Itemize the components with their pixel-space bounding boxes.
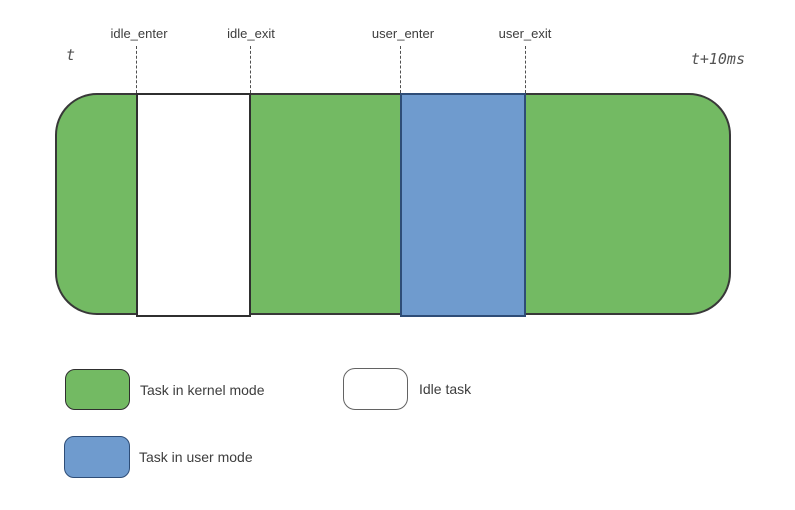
legend-swatch-user-mode bbox=[64, 436, 130, 478]
marker-label-user-enter: user_enter bbox=[371, 26, 435, 41]
marker-line-user-enter bbox=[400, 46, 401, 93]
legend-label-user-mode: Task in user mode bbox=[139, 449, 253, 465]
legend-label-idle-task: Idle task bbox=[419, 381, 472, 397]
marker-label-user-exit: user_exit bbox=[498, 26, 552, 41]
legend-swatch-idle-task bbox=[343, 368, 408, 410]
marker-label-idle-exit: idle_exit bbox=[227, 26, 275, 41]
time-end-label: t+10ms bbox=[690, 50, 745, 68]
idle-task-region bbox=[136, 93, 251, 317]
marker-line-idle-exit bbox=[250, 46, 251, 93]
marker-line-idle-enter bbox=[136, 46, 137, 93]
marker-line-user-exit bbox=[525, 46, 526, 93]
legend-swatch-kernel-mode bbox=[65, 369, 130, 410]
legend-label-kernel-mode: Task in kernel mode bbox=[140, 382, 265, 398]
marker-label-idle-enter: idle_enter bbox=[110, 26, 168, 41]
time-start-label: t bbox=[66, 46, 76, 64]
timeline-bar bbox=[55, 93, 731, 317]
user-mode-region bbox=[400, 93, 526, 317]
